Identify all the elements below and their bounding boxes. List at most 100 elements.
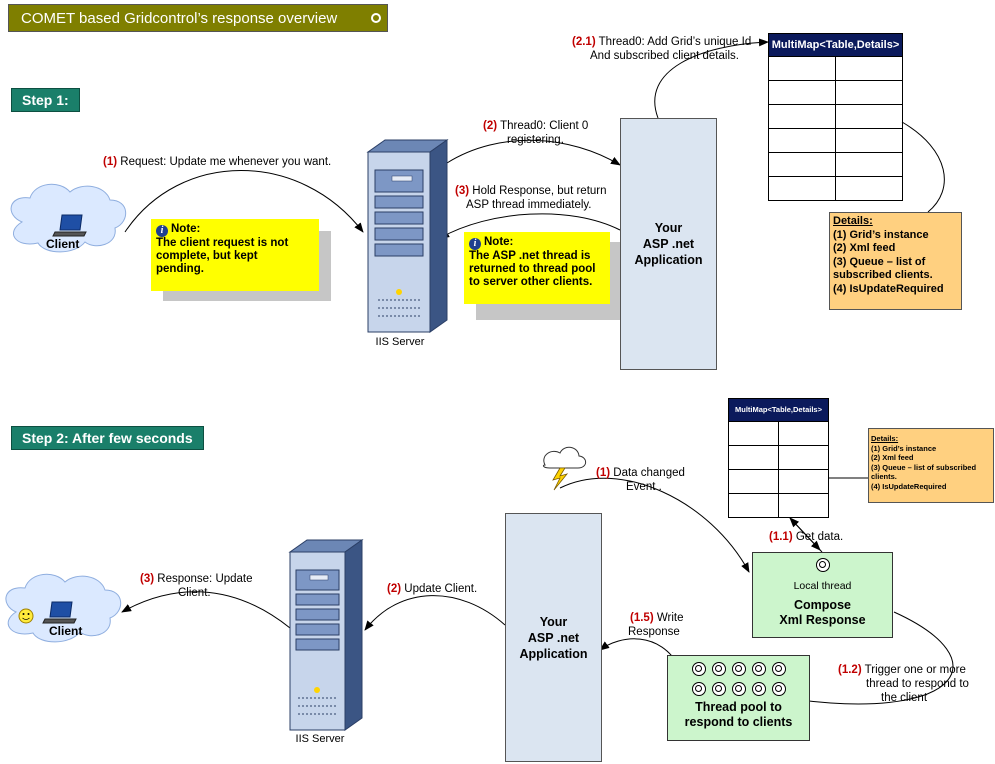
thread-ring-icon	[691, 682, 706, 696]
note2-line: The ASP .net thread is	[469, 250, 591, 262]
details-line: clients.	[871, 472, 897, 481]
compose-xml-box: Local thread Compose Xml Response	[752, 552, 893, 638]
note2-line: returned to thread pool	[469, 263, 596, 275]
multimap-table-1: MultiMap<Table,Details>	[768, 33, 903, 201]
compose-line-2: Xml Response	[779, 613, 866, 627]
details-title-1: Details:	[833, 215, 873, 227]
app-label-line: ASP .net	[642, 237, 695, 251]
arrow-add-grid	[654, 38, 769, 119]
arrow-get-data-back	[789, 517, 821, 551]
server-label-1: IIS Server	[375, 336, 425, 348]
multimap-table-2: MultiMap<Table,Details>	[728, 398, 829, 518]
asp-app-2: Your ASP .net Application	[505, 513, 602, 762]
multimap-grid-1	[768, 57, 903, 201]
note1-line: The client request is not	[156, 237, 289, 249]
label-client-registering-2: registering.	[507, 134, 564, 146]
thread-ring-icon	[711, 662, 726, 676]
label-data-changed-2: Event .	[626, 481, 662, 493]
label-request: (1) Request: Update me whenever you want…	[103, 156, 332, 168]
arrow-hold-response	[439, 213, 621, 239]
diagram-title: COMET based Gridcontrol’s response overv…	[8, 4, 388, 32]
info-icon: i	[469, 238, 481, 250]
connector-details-1	[901, 121, 945, 213]
details-box-1: Details: (1) Grid’s instance (2) Xml fee…	[829, 212, 962, 310]
arrow-response-update	[121, 591, 291, 629]
label-add-grid-1: (2.1) Thread0: Add Grid’s unique Id	[572, 36, 752, 48]
app-label-line: ASP .net	[527, 630, 580, 645]
label-add-grid-2: And subscribed client details.	[590, 50, 739, 62]
details-line: (3) Queue – list of	[833, 255, 926, 268]
app-label-line: Your	[654, 221, 683, 235]
server-icon-1	[366, 139, 449, 333]
thread-ring-icon	[731, 662, 746, 676]
details-line: (4) IsUpdateRequired	[833, 282, 944, 295]
details-box-2: Details: (1) Grid’s instance (2) Xml fee…	[868, 428, 994, 503]
note1-line: pending.	[156, 263, 204, 275]
note1-line: complete, but kept	[156, 250, 258, 262]
lightning-cloud-icon	[542, 446, 587, 491]
client-label-1: Client	[46, 237, 80, 251]
pool-line-2: respond to clients	[684, 715, 793, 729]
details-line: subscribed clients.	[833, 269, 933, 281]
info-icon: i	[156, 225, 168, 237]
label-response-update-1: (3) Response: Update	[140, 573, 253, 585]
multimap-header-2: MultiMap<Table,Details>	[728, 398, 829, 422]
thread-ring-icon	[771, 662, 786, 676]
label-trigger-3: the client	[881, 692, 928, 704]
arrow-request	[124, 170, 364, 233]
app-label-line: Application	[634, 253, 703, 267]
label-response-update-2: Client.	[178, 587, 211, 599]
app-label-line: Application	[519, 646, 588, 661]
label-trigger-1: (1.2) Trigger one or more	[838, 664, 966, 676]
thread-ring-icon	[711, 682, 726, 696]
step1-label: Step 1:	[11, 88, 80, 112]
server-icon-2	[288, 539, 364, 731]
details-title-2: Details:	[871, 434, 899, 443]
asp-app-1: Your ASP .net Application	[620, 118, 717, 370]
details-line: (4) IsUpdateRequired	[871, 481, 947, 491]
multimap-grid-2	[728, 422, 829, 518]
label-trigger-2: thread to respond to	[866, 678, 969, 690]
multimap-header-1: MultiMap<Table,Details>	[768, 33, 903, 57]
thread-pool-box: Thread pool to respond to clients	[667, 655, 810, 741]
details-line: (1) Grid’s instance	[833, 228, 929, 241]
title-text: COMET based Gridcontrol’s response overv…	[21, 10, 338, 27]
thread-ring-row-1	[668, 662, 809, 676]
label-update-client: (2) Update Client.	[387, 583, 478, 595]
arrow-trigger-threads	[799, 611, 954, 706]
label-write-response-1: (1.5) Write	[630, 612, 684, 624]
client-label-2: Client	[49, 624, 83, 638]
thread-ring-icon	[771, 682, 786, 696]
compose-line-1: Compose	[794, 598, 851, 612]
label-get-data: (1.1) Get data.	[769, 531, 844, 543]
smiley-icon	[18, 608, 34, 624]
laptop-icon-1	[52, 214, 87, 237]
label-data-changed-1: (1) Data changed	[596, 467, 685, 479]
step2-label: Step 2: After few seconds	[11, 426, 204, 450]
app-label-line: Your	[539, 614, 568, 629]
label-client-registering-1: (2) Thread0: Client 0	[483, 120, 589, 132]
thread-ring-icon	[691, 662, 706, 676]
arrow-update-client	[364, 595, 506, 631]
note2-line: to server other clients.	[469, 276, 593, 288]
arrow-client-registering	[446, 139, 621, 166]
label-hold-response-2: ASP thread immediately.	[466, 199, 592, 211]
thread-ring-icon	[751, 682, 766, 696]
local-thread-label: Local thread	[793, 580, 852, 592]
banner-dot-icon	[371, 13, 381, 23]
details-line: (2) Xml feed	[833, 242, 896, 254]
thread-ring-row-2	[668, 682, 809, 696]
thread-ring-icon	[731, 682, 746, 696]
details-line: (3) Queue – list of subscribed	[871, 462, 977, 472]
details-line: (1) Grid’s instance	[871, 443, 937, 453]
server-label-2: IIS Server	[295, 733, 345, 745]
label-write-response-2: Response	[628, 626, 680, 638]
arrow-data-changed	[559, 477, 750, 573]
label-hold-response-1: (3) Hold Response, but return	[455, 185, 607, 197]
thread-ring-icon	[815, 558, 830, 572]
